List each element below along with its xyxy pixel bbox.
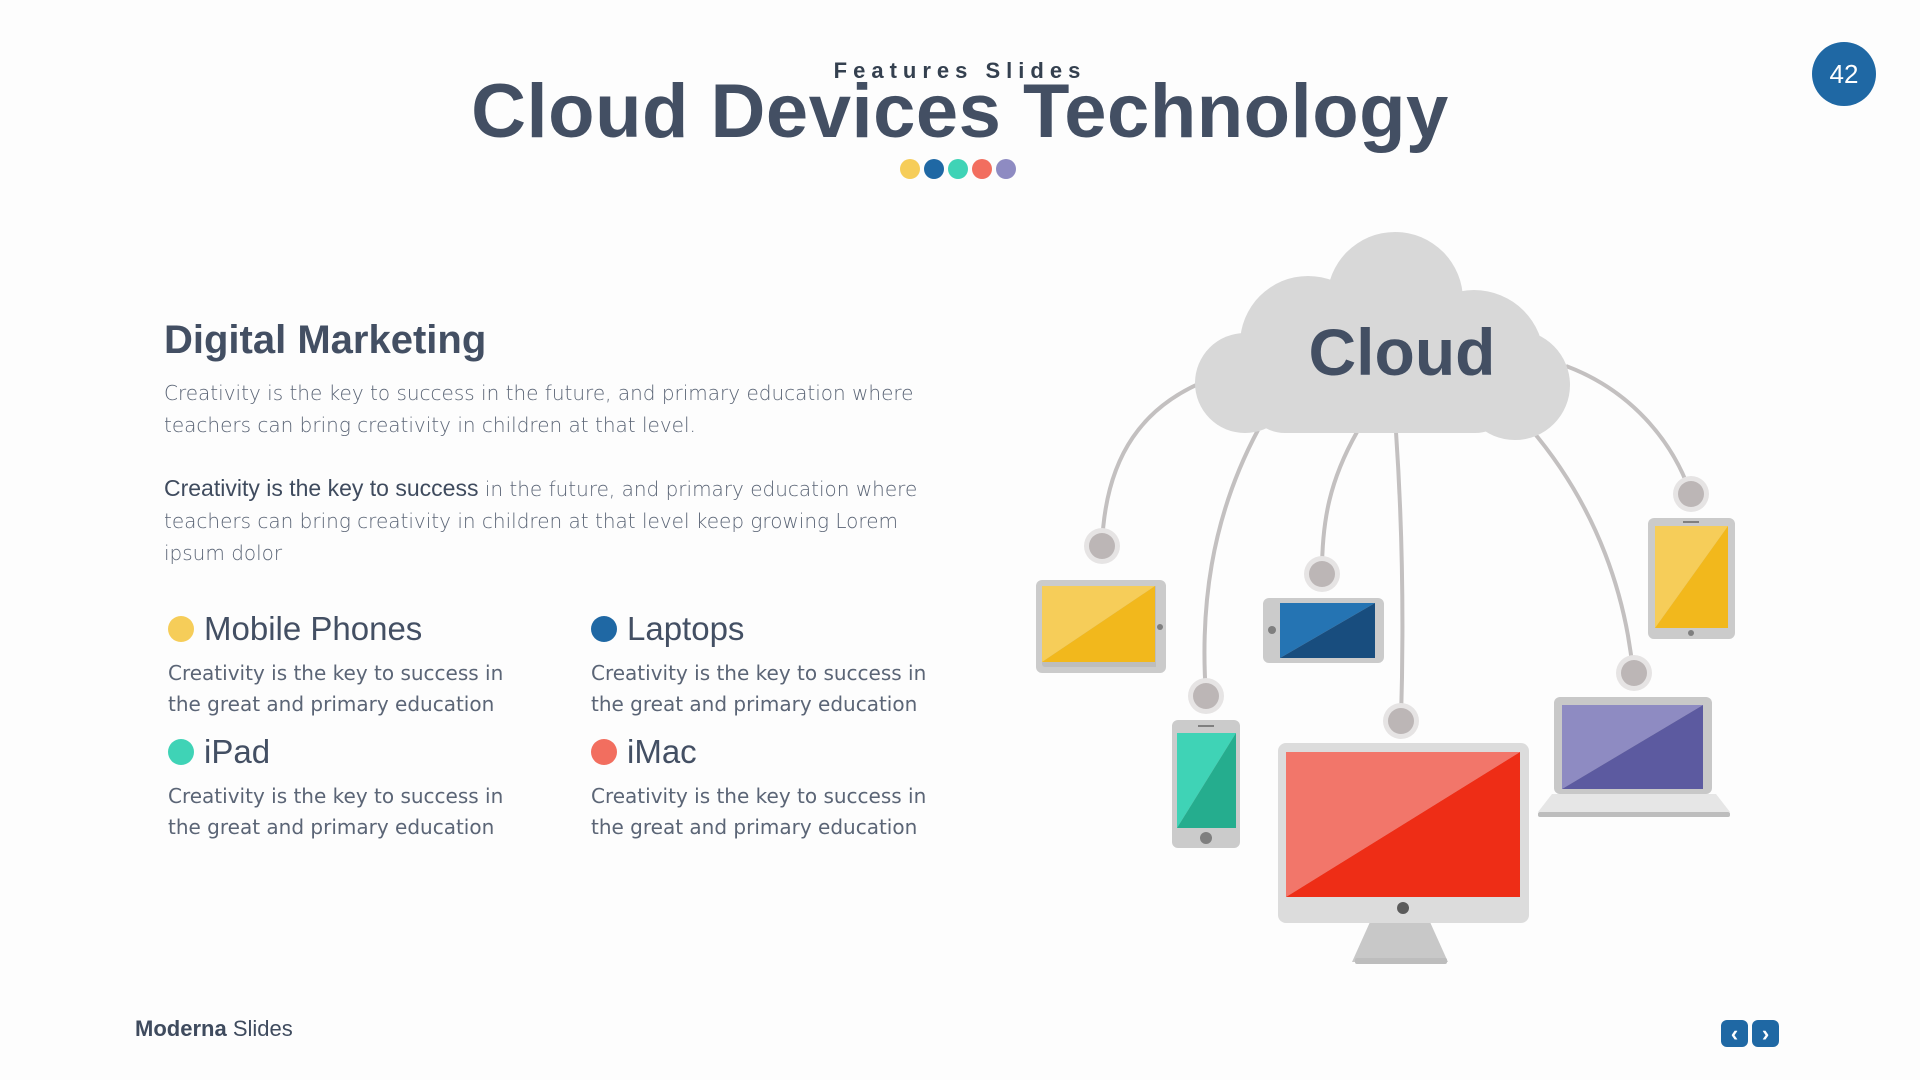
connector-line bbox=[1204, 430, 1258, 696]
feature-bullet-icon bbox=[168, 616, 194, 642]
dot-teal bbox=[948, 159, 968, 179]
feature-title: Mobile Phones bbox=[204, 610, 422, 648]
connector-line bbox=[1396, 432, 1402, 720]
feature-imac: iMac Creativity is the key to success in… bbox=[591, 733, 951, 843]
tablet-portrait-icon bbox=[1648, 518, 1735, 639]
feature-mobile-phones: Mobile Phones Creativity is the key to s… bbox=[168, 610, 528, 720]
cloud-label: Cloud bbox=[1309, 315, 1496, 389]
smartphone-landscape-icon bbox=[1263, 598, 1384, 663]
section-heading: Digital Marketing bbox=[164, 318, 486, 363]
tablet-landscape-icon bbox=[1036, 580, 1166, 673]
cloud-devices-diagram: Cloud bbox=[1000, 220, 1780, 980]
chevron-left-icon: ‹ bbox=[1731, 1021, 1738, 1047]
feature-bullet-icon bbox=[168, 739, 194, 765]
title-dots bbox=[900, 159, 1016, 179]
next-slide-button[interactable]: › bbox=[1752, 1020, 1779, 1047]
dot-blue bbox=[924, 159, 944, 179]
previous-slide-button[interactable]: ‹ bbox=[1721, 1020, 1748, 1047]
feature-ipad: iPad Creativity is the key to success in… bbox=[168, 733, 528, 843]
connector-line bbox=[1530, 428, 1633, 672]
intro-paragraph-2-bold: Creativity is the key to success bbox=[164, 475, 478, 501]
intro-paragraph-2: Creativity is the key to success in the … bbox=[164, 472, 944, 569]
brand-footer: Moderna Slides bbox=[135, 1016, 293, 1042]
feature-bullet-icon bbox=[591, 739, 617, 765]
connector-line bbox=[1322, 432, 1357, 572]
feature-description: Creativity is the key to success in the … bbox=[591, 658, 951, 720]
feature-title: iMac bbox=[627, 733, 697, 771]
feature-title: Laptops bbox=[627, 610, 744, 648]
slide-title: Cloud Devices Technology bbox=[0, 68, 1920, 155]
smartphone-portrait-icon bbox=[1172, 720, 1240, 848]
feature-title: iPad bbox=[204, 733, 270, 771]
brand-name-rest: Slides bbox=[233, 1016, 293, 1041]
page-number-badge: 42 bbox=[1812, 42, 1876, 106]
connector-line bbox=[1566, 366, 1690, 492]
feature-description: Creativity is the key to success in the … bbox=[591, 781, 951, 843]
laptop-icon bbox=[1538, 697, 1730, 817]
imac-icon bbox=[1278, 743, 1529, 964]
dot-purple bbox=[996, 159, 1016, 179]
feature-description: Creativity is the key to success in the … bbox=[168, 658, 528, 720]
feature-description: Creativity is the key to success in the … bbox=[168, 781, 528, 843]
brand-name-bold: Moderna bbox=[135, 1016, 227, 1041]
chevron-right-icon: › bbox=[1762, 1021, 1769, 1047]
feature-bullet-icon bbox=[591, 616, 617, 642]
feature-laptops: Laptops Creativity is the key to success… bbox=[591, 610, 951, 720]
intro-paragraph: Creativity is the key to success in the … bbox=[164, 377, 944, 441]
dot-red bbox=[972, 159, 992, 179]
dot-yellow bbox=[900, 159, 920, 179]
